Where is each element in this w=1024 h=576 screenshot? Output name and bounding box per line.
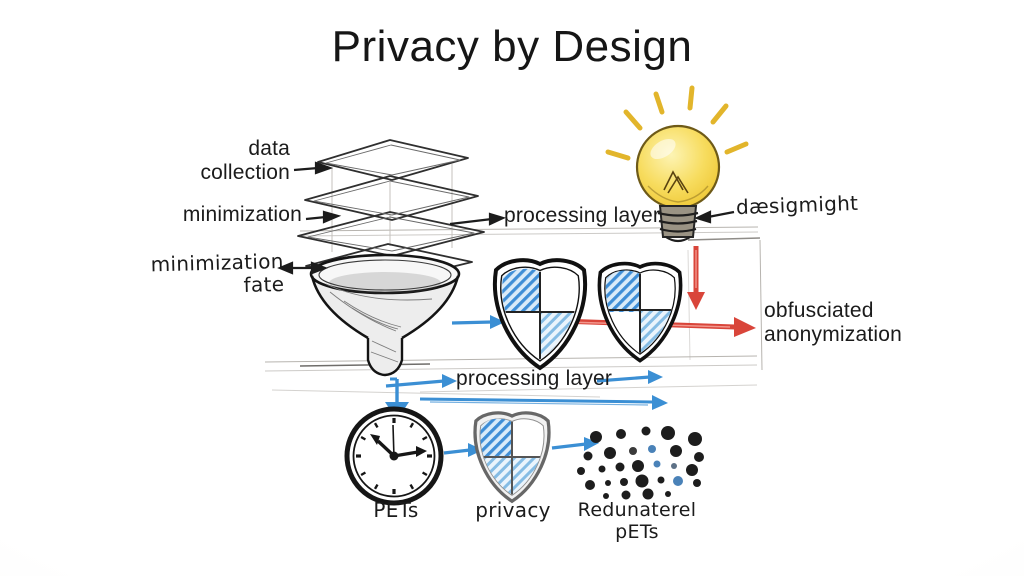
data-dot: [615, 462, 625, 472]
clock-ticks: [356, 418, 432, 494]
data-dot: [616, 429, 626, 439]
label-privacy: privacy: [475, 498, 551, 522]
clock-tick: [421, 471, 428, 477]
label-processing-layer-top: processing layer: [504, 204, 661, 227]
data-dot: [693, 479, 701, 487]
data-dot: [629, 447, 637, 455]
label-minimization: minimization: [182, 203, 302, 226]
blue-shield-to-dots-arrow: [551, 437, 599, 451]
data-dot: [653, 460, 661, 468]
data-dot: [688, 432, 702, 446]
data-dot: [665, 491, 671, 497]
data-dot: [590, 431, 602, 443]
data-dot: [671, 463, 677, 469]
clock-tick: [373, 483, 379, 490]
label-obfuscated-anonymization: obfusciated anonymization: [764, 299, 902, 347]
clock-tick: [360, 471, 367, 477]
label-data-collection-line2: collection: [200, 161, 290, 185]
label-arrows: [277, 161, 735, 275]
data-dot: [673, 476, 683, 486]
blue-funnel-to-shield-arrow: [451, 315, 505, 329]
data-dot: [604, 447, 616, 459]
data-dot: [657, 476, 665, 484]
data-dot: [661, 426, 675, 440]
page-title: Privacy by Design: [331, 22, 693, 71]
data-points-cluster-icon: [577, 426, 704, 500]
clock-tick: [360, 435, 367, 441]
stacked-data-layers-icon: [297, 139, 485, 283]
data-dot: [583, 451, 593, 461]
clock-tick: [409, 483, 415, 490]
clock-icon: [344, 406, 444, 506]
data-dot: [670, 445, 682, 457]
data-dot: [585, 480, 595, 490]
data-dot: [694, 452, 704, 462]
data-dot: [648, 445, 656, 453]
clock-tick: [421, 435, 428, 441]
data-dot: [635, 474, 649, 488]
label-design-insight: dæsigmight: [735, 190, 859, 220]
label-obfuscated-line2: anonymization: [764, 323, 903, 347]
data-dot: [603, 493, 609, 499]
label-pets: PETs: [373, 498, 419, 522]
blue-processing-arrows: [385, 375, 653, 406]
data-dot: [642, 488, 654, 500]
privacy-shield-icon: [597, 261, 683, 363]
data-dot: [598, 465, 606, 473]
data-dot: [621, 490, 631, 500]
data-dot: [641, 426, 651, 436]
label-data-collection: data collection: [140, 137, 290, 185]
clock-tick: [373, 422, 379, 429]
clock-tick: [409, 422, 415, 429]
label-data-collection-line1: data: [248, 137, 290, 160]
data-dot: [605, 480, 611, 486]
data-dot: [632, 460, 644, 472]
label-redundant-pets: Redunaterel pETs: [577, 499, 697, 543]
label-obfuscated-line1: obfusciated: [764, 299, 874, 322]
idea-lightbulb-icon: [605, 85, 749, 243]
data-dot: [577, 467, 585, 475]
privacy-shield-icon: [473, 411, 551, 504]
label-minimization-fate: minimization fate: [150, 248, 285, 297]
data-dot: [686, 464, 698, 476]
label-processing-layer-bottom: processing layer: [456, 367, 613, 390]
privacy-shield-icon: [492, 258, 588, 371]
data-funnel-icon: [309, 253, 461, 377]
data-dot: [620, 478, 628, 486]
